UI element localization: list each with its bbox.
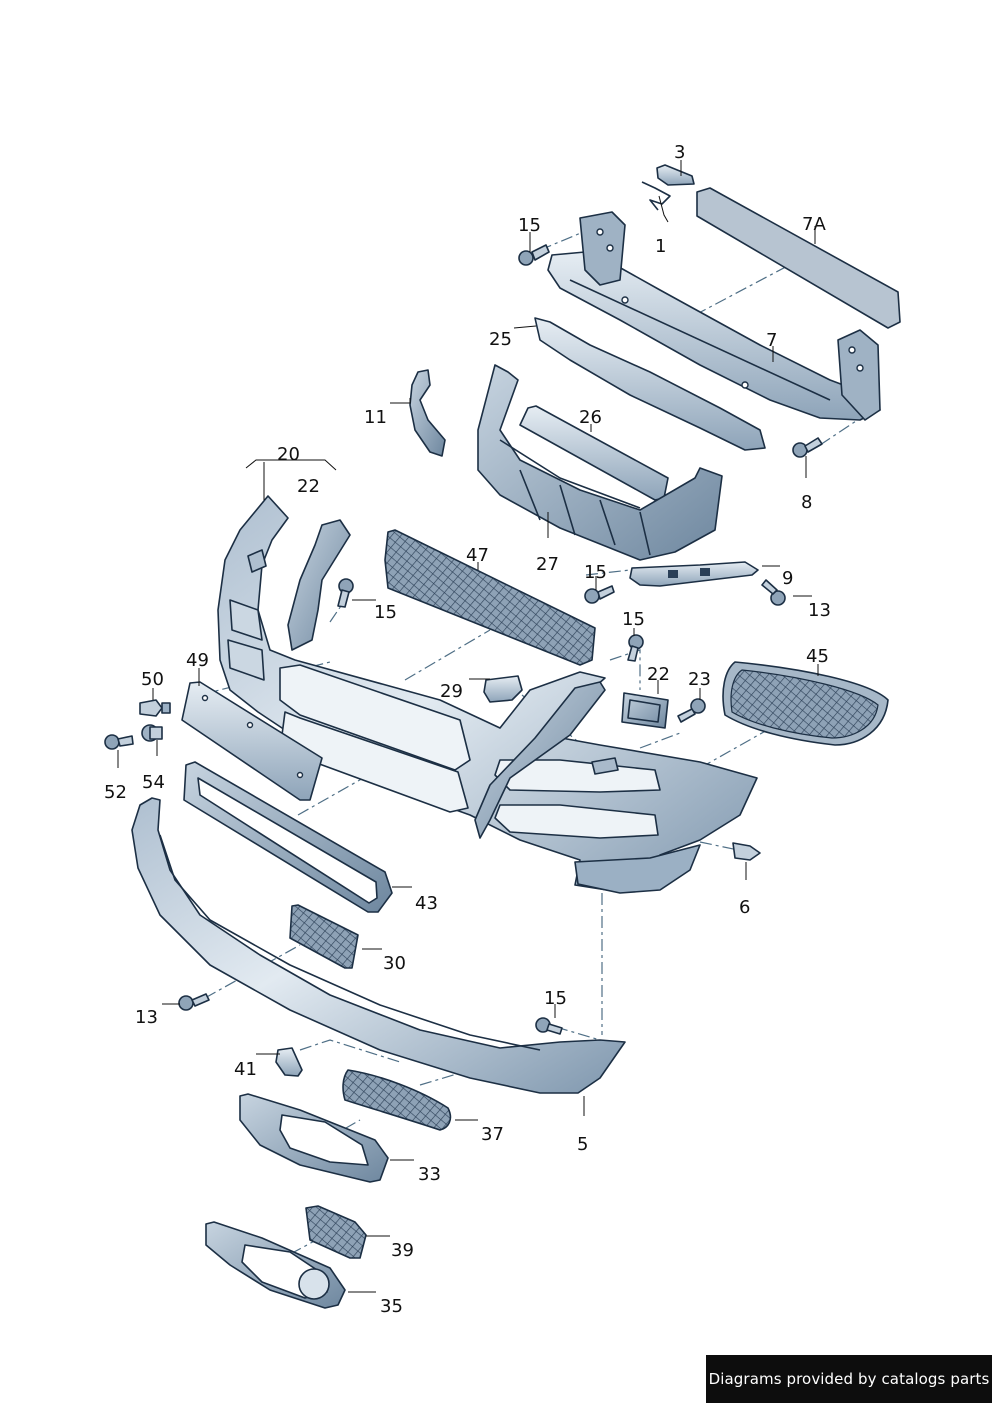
side-grille-part-45 [722,661,889,746]
cover-part-41 [275,1047,303,1077]
clip-icon [139,699,171,717]
callout-label: 5 [577,1134,588,1155]
callout-label: 50 [141,669,164,690]
upper-grille-part-47 [384,529,596,666]
grille-part-37 [342,1069,452,1131]
callout-label: 13 [135,1007,158,1028]
callout-label: 54 [142,772,165,793]
wire-clip-part-1 [641,181,671,211]
callout-label: 1 [655,236,666,257]
callout-label: 11 [364,407,387,428]
callout-label: 15 [518,215,541,236]
bracket-part-22 [621,692,669,729]
callout-label: 47 [466,545,489,566]
callout-labels: 3 1 7A 15 7 25 11 26 8 20 22 27 47 15 9 … [104,142,831,1317]
callout-label: 20 [277,444,300,465]
callout-label: 35 [380,1296,403,1317]
callout-label: 25 [489,329,512,350]
callout-label: 6 [739,897,750,918]
callout-label: 15 [622,609,645,630]
reinforcement-part-25 [534,317,766,451]
spoiler-part-5 [131,797,626,1094]
credit-text: Diagrams provided by catalogs parts [708,1370,990,1388]
bolt-icon [677,698,706,723]
bolt-icon [104,734,134,750]
callout-label: 49 [186,650,209,671]
callout-label: 30 [383,953,406,974]
leader-lines [117,160,819,1293]
callout-label: 22 [297,476,320,497]
callout-label: 29 [440,681,463,702]
impact-absorber-part-27 [477,364,723,561]
callout-label: 7 [766,330,777,351]
fasteners [104,244,823,1035]
foam-strip-part-7a [696,187,901,329]
callout-label: 39 [391,1240,414,1261]
callout-label: 8 [801,492,812,513]
bolt-icon [584,585,615,604]
bumper-cover-part-20 [217,495,758,894]
callout-label: 23 [688,669,711,690]
callout-label: 22 [647,664,670,685]
callout-label: 43 [415,893,438,914]
callout-label: 13 [808,600,831,621]
bolt-icon [535,1017,563,1035]
grille-frame-part-43 [183,761,393,913]
callout-label: 15 [584,562,607,583]
fog-frame-part-35 [205,1221,346,1309]
callout-label: 15 [544,988,567,1009]
bolt-icon [761,579,786,606]
carrier-bar-part-7 [547,211,881,421]
callout-label: 27 [536,554,559,575]
bolt-icon [337,578,354,608]
callout-label: 3 [674,142,685,163]
callout-label: 15 [374,602,397,623]
cap-part-29 [483,675,523,703]
credit-badge: Diagrams provided by catalogs parts [706,1355,992,1403]
callout-label: 41 [234,1059,257,1080]
callout-label: 52 [104,782,127,803]
plate-holder-part-49 [181,681,323,801]
bolt-icon [178,993,210,1011]
callout-label: 9 [782,568,793,589]
side-bracket-part-11 [409,369,446,457]
bolt-icon [627,634,644,662]
clip-part-3 [656,164,695,186]
callout-label: 45 [806,646,829,667]
guide-part-9 [629,561,759,587]
callout-label: 26 [579,407,602,428]
clip-icon [732,842,761,861]
nut-icon [141,724,163,742]
callout-label: 37 [481,1124,504,1145]
callout-label: 33 [418,1164,441,1185]
fog-frame-part-33 [239,1093,389,1183]
small-grille-part-30 [289,904,359,969]
insert-grille-part-39 [305,1205,367,1259]
callout-label: 7A [802,214,826,235]
bolt-icon [518,244,550,266]
bolt-icon [792,437,823,458]
